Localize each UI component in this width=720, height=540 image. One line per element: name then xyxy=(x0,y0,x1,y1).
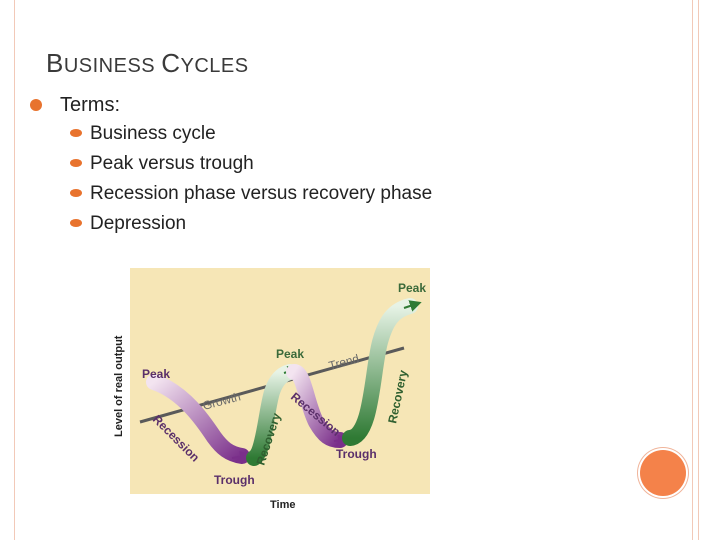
y-axis-label: Level of real output xyxy=(113,335,125,437)
subitem-depression: Depression xyxy=(70,213,186,235)
terms-bullet: Terms: xyxy=(30,94,120,117)
subitem-recession-recovery: Recession phase versus recovery phase xyxy=(70,183,432,205)
recession-1-band xyxy=(146,374,250,464)
bullet-icon xyxy=(30,99,42,111)
right-decor-line-1 xyxy=(692,0,693,540)
orange-circle-decor xyxy=(640,450,686,496)
recovery-2-band xyxy=(342,298,418,446)
right-decor-line-2 xyxy=(698,0,699,540)
subitem-business-cycle: Business cycle xyxy=(70,123,216,145)
trough-2-label: Trough xyxy=(336,447,377,461)
recovery-1-band xyxy=(246,364,298,466)
peak-1-label: Peak xyxy=(142,367,170,381)
sub-bullet-icon xyxy=(70,129,82,137)
x-axis-label: Time xyxy=(270,499,295,511)
subitem-peak-trough: Peak versus trough xyxy=(70,153,254,175)
left-decor-line xyxy=(14,0,15,540)
peak-2-label: Peak xyxy=(276,347,304,361)
recession-1-arrow xyxy=(231,450,252,463)
peak-3-label: Peak xyxy=(398,281,426,295)
terms-label: Terms: xyxy=(60,94,120,116)
sub-bullet-icon xyxy=(70,159,82,167)
recession-2-band xyxy=(286,364,348,448)
sub-bullet-icon xyxy=(70,219,82,227)
sub-bullet-icon xyxy=(70,189,82,197)
business-cycle-diagram: Peak Peak Peak Trough Trough Recession R… xyxy=(104,262,434,518)
trough-1-label: Trough xyxy=(214,473,255,487)
recovery-2-arrow xyxy=(403,300,422,312)
slide-title: BUSINESS CYCLES xyxy=(46,48,249,78)
